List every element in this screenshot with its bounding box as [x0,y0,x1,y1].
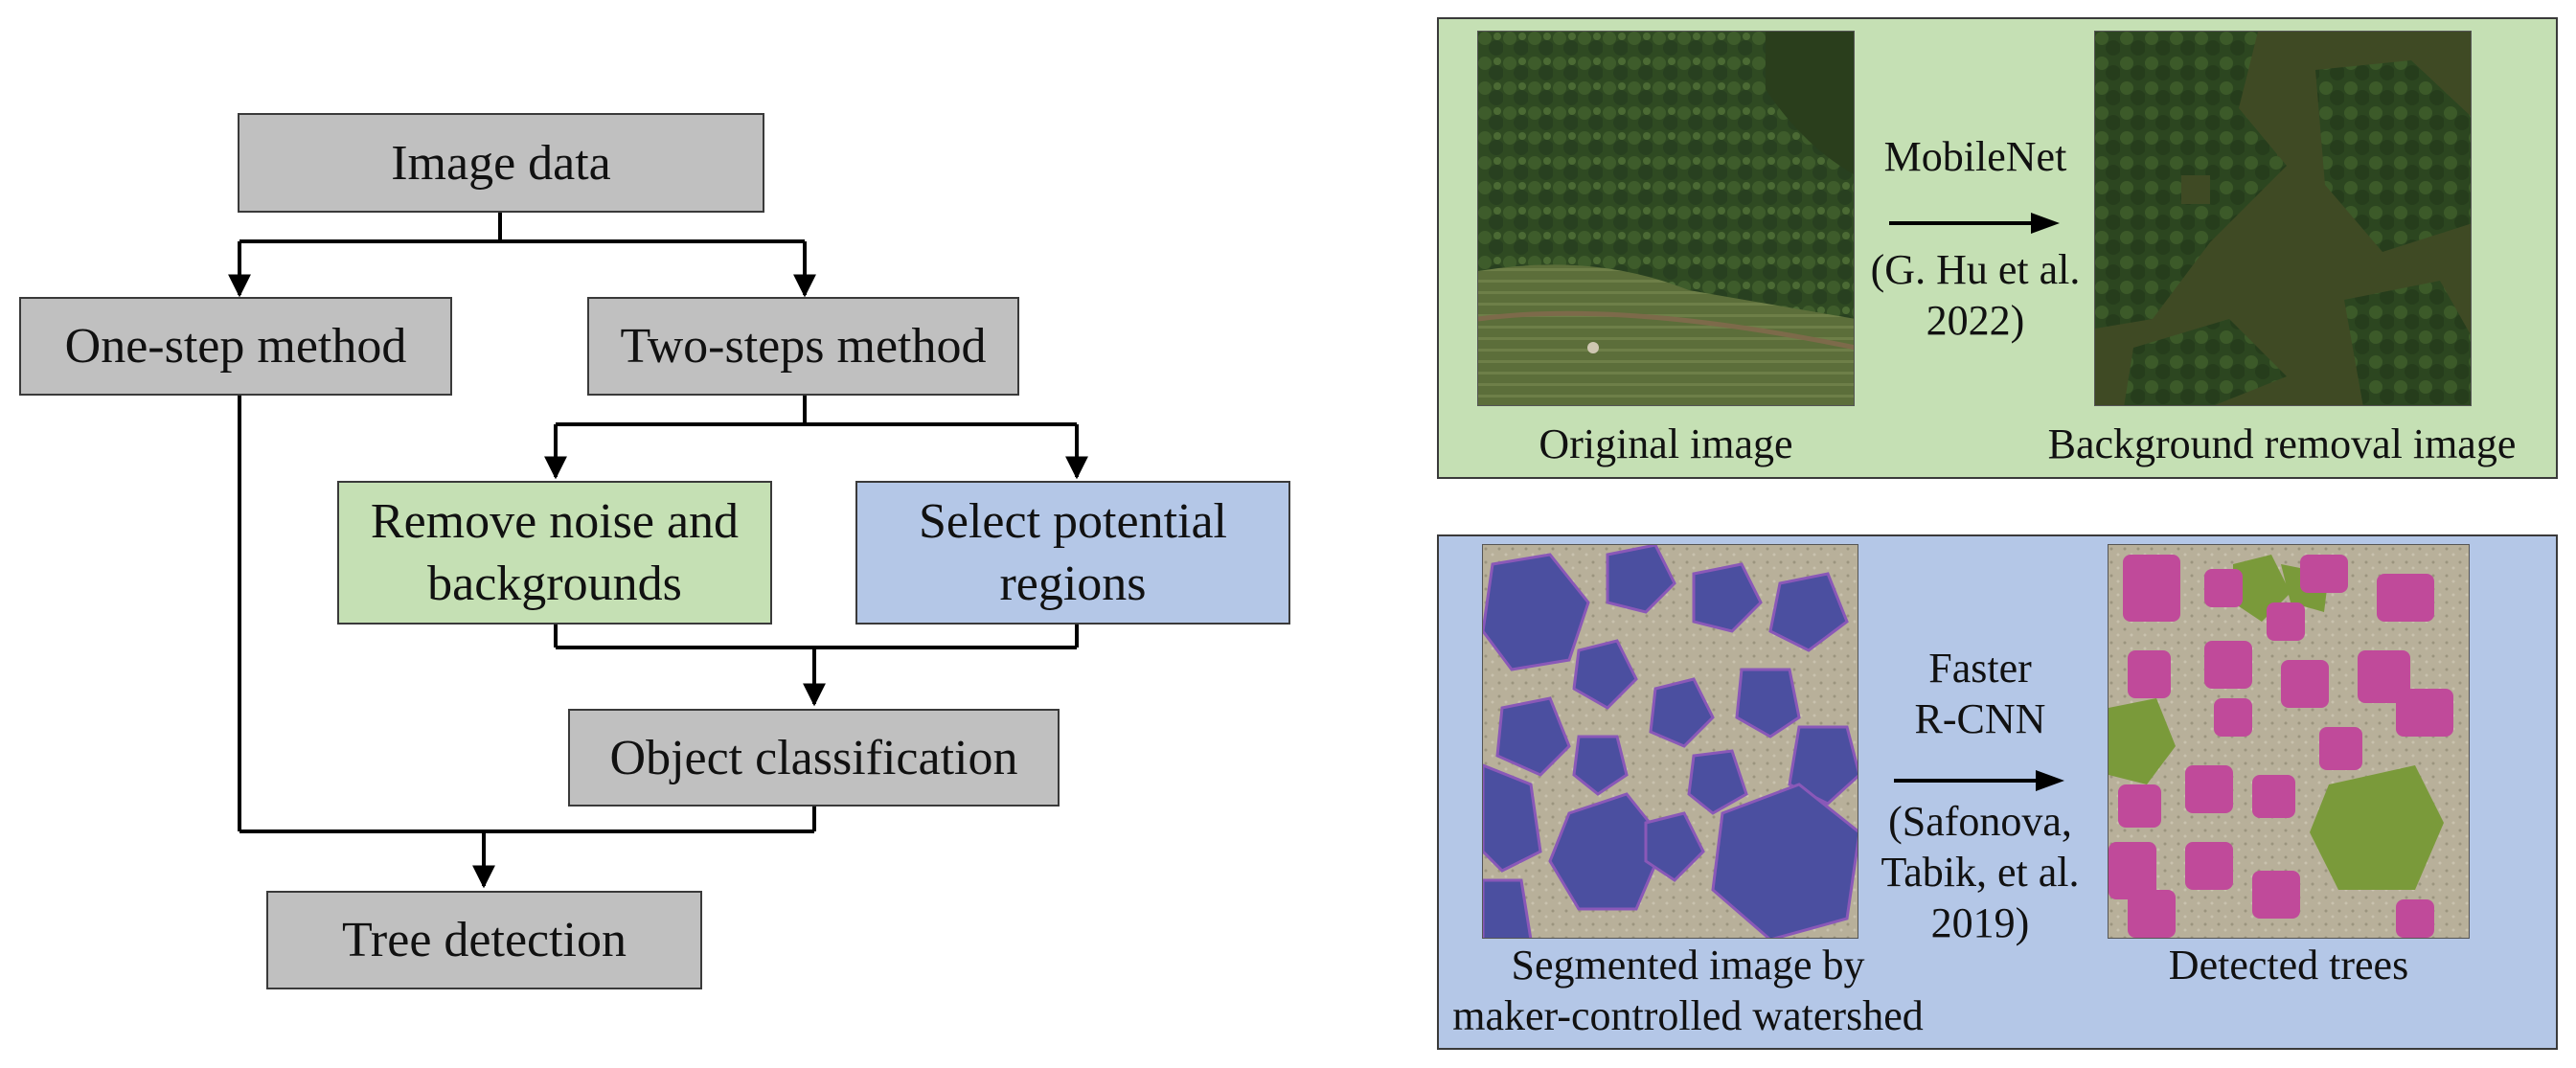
select-regions-label-line2: regions [999,557,1147,611]
tree-detection-box: Tree detection [266,891,702,989]
original-image-caption: Original image [1539,420,1793,467]
faster-rcnn-citation-line1: (Safonova, [1888,798,2072,845]
detected-trees-caption: Detected trees [2168,942,2409,988]
faster-rcnn-citation-line3: 2019) [1930,898,2030,946]
segmented-image [1482,544,1858,939]
faster-rcnn-arrow [1894,770,2064,791]
remove-noise-label-line2: backgrounds [427,557,682,611]
segmented-image-caption: Segmented image by maker-controlled wate… [1439,941,1937,1042]
background-removal-caption: Background removal image [2047,420,2517,467]
background-removal-panel: MobileNet (G. Hu et al. 2022) Original i… [1437,17,2558,479]
mobilenet-arrow [1889,213,2060,234]
mobilenet-citation-line2: 2022) [1926,296,2025,344]
object-classification-label: Object classification [609,730,1018,785]
tree-detection-panel: Faster R-CNN (Safonova, Tabik, et al. 20… [1437,534,2558,1050]
image-data-box: Image data [238,113,764,213]
image-data-label: Image data [391,135,611,191]
flowchart-connectors [228,213,1088,889]
faster-rcnn-label: Faster R-CNN [1865,644,2095,745]
detected-trees-image [2108,544,2470,939]
faster-rcnn-citation: (Safonova, Tabik, et al. 2019) [1860,797,2100,948]
segmented-caption-line2: maker-controlled watershed [1452,991,1924,1039]
original-image [1477,31,1855,406]
faster-rcnn-line1: Faster [1928,645,2032,692]
mobilenet-citation-line1: (G. Hu et al. [1870,246,2081,293]
segmented-caption-line1: Segmented image by [1511,942,1865,988]
tree-detection-label: Tree detection [342,913,627,967]
one-step-method-box: One-step method [19,297,452,396]
faster-rcnn-citation-line2: Tabik, et al. [1881,848,2080,896]
background-removal-image [2094,31,2472,406]
mobilenet-citation: (G. Hu et al. 2022) [1851,245,2100,347]
two-steps-method-box: Two-steps method [587,297,1019,396]
one-step-method-label: One-step method [64,319,407,374]
remove-noise-box: Remove noise and backgrounds [337,481,772,625]
remove-noise-label-line1: Remove noise and [370,494,740,549]
two-steps-method-label: Two-steps method [620,319,987,374]
object-classification-box: Object classification [568,709,1060,807]
faster-rcnn-line2: R-CNN [1914,694,2046,742]
mobilenet-label: MobileNet [1883,133,2067,180]
select-regions-label-line1: Select potential [918,494,1227,549]
select-regions-box: Select potential regions [855,481,1290,625]
